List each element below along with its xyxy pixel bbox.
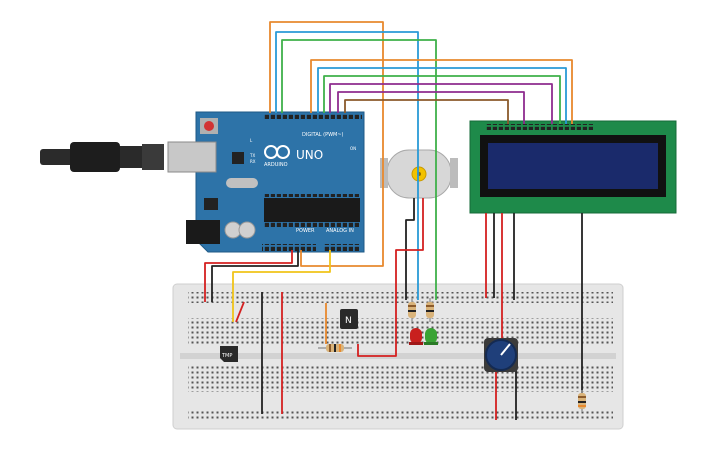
tx-label: TX [249,153,255,158]
regulator [204,198,218,210]
wire-orange-d5-lcd [310,59,573,124]
usb-cable [40,142,164,172]
lcd-pin-header [486,124,594,130]
dc-motor [380,149,458,199]
wire-blue-d11 [275,31,419,300]
digital-header [264,113,362,120]
wires-power [204,198,583,420]
power-header [262,244,316,251]
potentiometer[interactable] [484,338,518,372]
power-label: POWER [296,228,315,234]
wire-green-d3-lcd [323,75,561,124]
l-label: L [250,138,253,143]
resistor-transistor [318,344,352,352]
wire-red-motor [357,198,424,357]
lcd-16x2 [469,120,677,214]
npn-transistor: N [340,309,358,329]
rx-label: RX [250,159,256,164]
dc-jack [186,220,220,244]
wire-red-rail-short [235,301,245,323]
usb-chip [232,152,244,164]
wire-red-5v [204,250,293,302]
arduino-model: UNO [296,148,323,162]
crystal [226,178,258,188]
analog-header [324,244,360,251]
analog-label: ANALOG IN [326,228,354,234]
sensor-label: TMP [221,353,232,359]
arduino-logo [264,145,290,159]
led-red [409,328,423,345]
wire-brown-d0-lcd [344,99,509,124]
wire-green-d10 [281,39,437,300]
wire-purple-d1-lcd [337,91,525,124]
arduino-uno-board: DIGITAL (PWM~) ARDUINO UNO ON L TX RX PO… [40,111,365,253]
wires-arduino-lcd [269,21,573,300]
power-rail-bottom [188,410,613,421]
wire-black-gnd [211,250,299,302]
capacitor-2 [238,221,256,239]
resistor-led-green [426,298,434,322]
wire-orange-d12-lcd [269,21,384,267]
usb-port [167,141,217,173]
temperature-sensor: TMP [220,346,238,362]
lcd-screen [488,143,658,189]
wire-black-motor [405,198,415,300]
atmega-chip [264,198,360,222]
wire-blue-d4-lcd [317,67,567,124]
transistor-label: N [345,316,352,326]
resistor-lcd [578,390,586,412]
wire-yellow-a0 [232,250,331,322]
power-rail-top [188,292,613,303]
breadboard [172,283,624,430]
arduino-brand: ARDUINO [264,162,288,168]
wire-purple-d2-lcd [329,83,553,124]
digital-label: DIGITAL (PWM~) [302,132,344,138]
center-trench [180,353,616,359]
led-green [424,328,438,345]
resistor-led-red [408,298,416,322]
terminal-strip-upper [188,318,613,344]
on-label: ON [350,146,356,151]
terminal-strip-lower [188,366,613,392]
